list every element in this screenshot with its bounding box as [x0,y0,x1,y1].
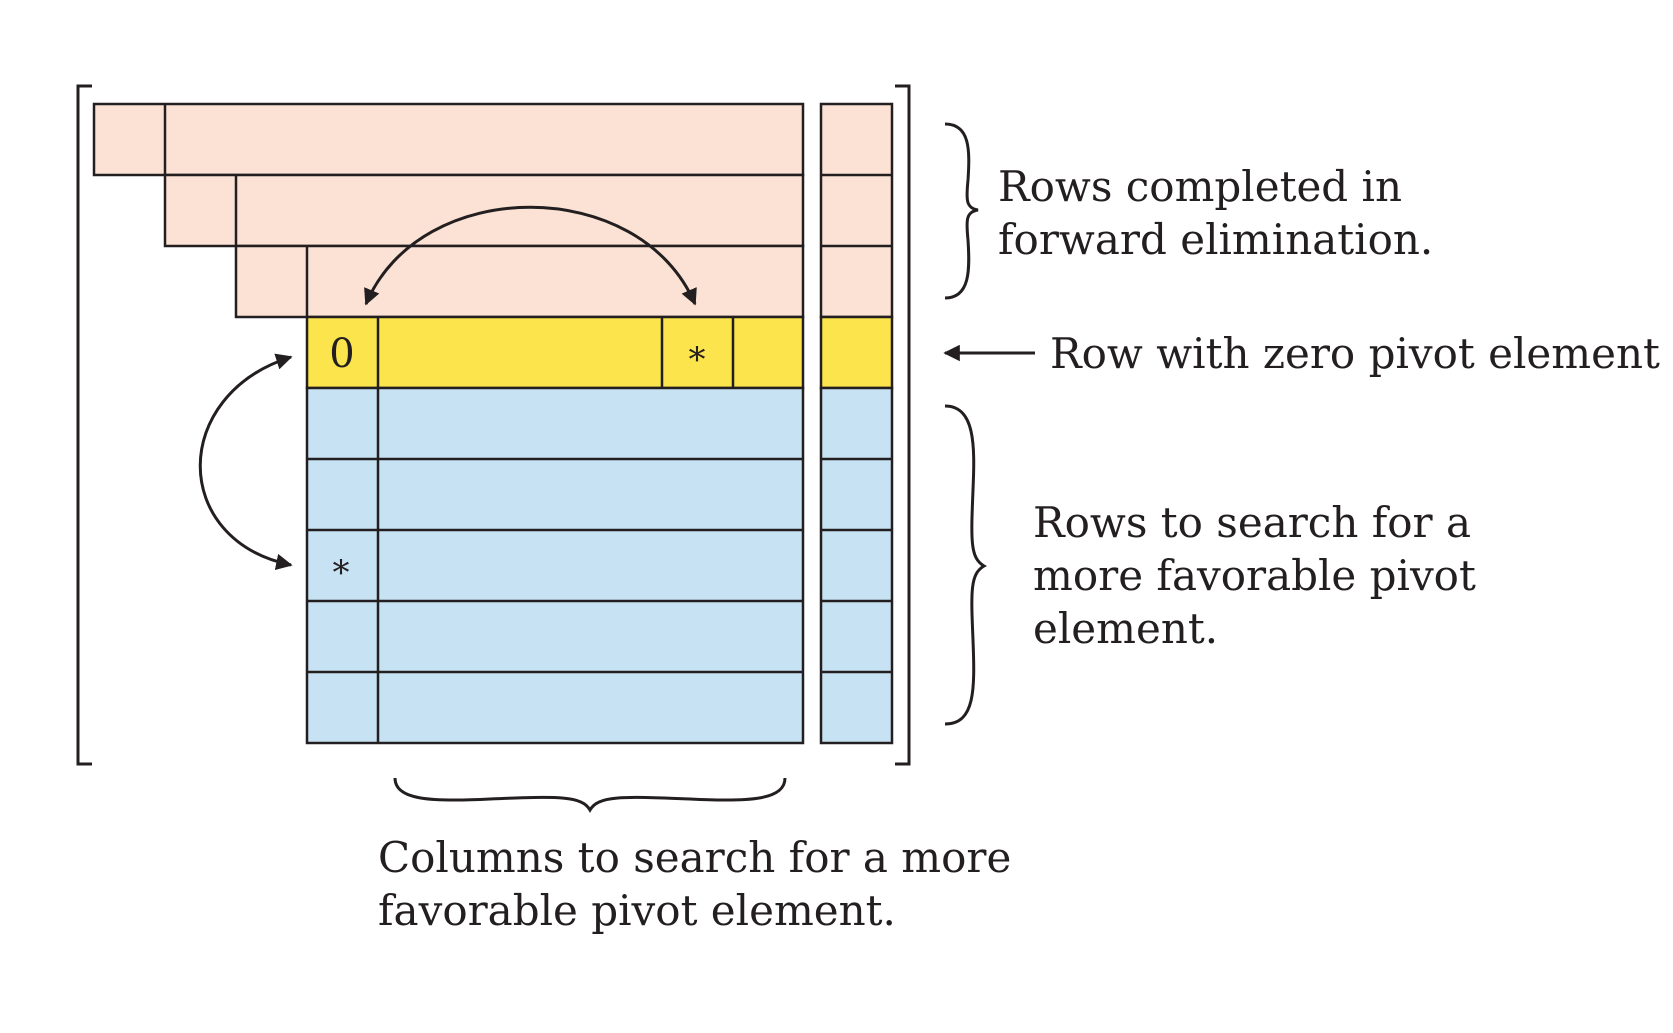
matrix-left-bracket [76,84,92,766]
rows-to-search-brace [944,404,988,726]
completed-row-3 [234,244,805,319]
zero-pivot-label: Row with zero pivot element [1050,329,1660,378]
rows-completed-line-2: forward elimination. [998,215,1433,264]
completed-row-1 [92,102,805,177]
rows-to-search-label: Rows to search for a more favorable pivo… [1033,498,1489,653]
columns-to-search-brace [393,777,787,814]
row-candidate-cell: * [333,553,350,593]
row-swap-arrow [198,353,293,571]
zero-pivot-row [305,315,805,390]
matrix-right-bracket [895,84,911,766]
rows-to-search-line-2: more favorable pivot [1033,551,1476,600]
completed-rows [92,102,805,319]
columns-to-search-line-1: Columns to search for a more [378,833,1011,882]
completed-row-2 [163,173,805,248]
column-candidate-cell: * [689,340,706,380]
rhs-column [819,102,894,745]
zero-pivot-cell: 0 [329,331,354,377]
rows-completed-label: Rows completed in forward elimination. [998,162,1433,264]
rows-completed-brace [944,122,979,300]
search-rows [305,386,805,745]
columns-to-search-line-2: favorable pivot element. [378,886,896,935]
rows-to-search-line-1: Rows to search for a [1033,498,1471,547]
column-swap-arrow [364,205,697,306]
columns-to-search-label: Columns to search for a more favorable p… [378,833,1025,935]
rows-completed-line-1: Rows completed in [998,162,1402,211]
rows-to-search-line-3: element. [1033,604,1218,653]
